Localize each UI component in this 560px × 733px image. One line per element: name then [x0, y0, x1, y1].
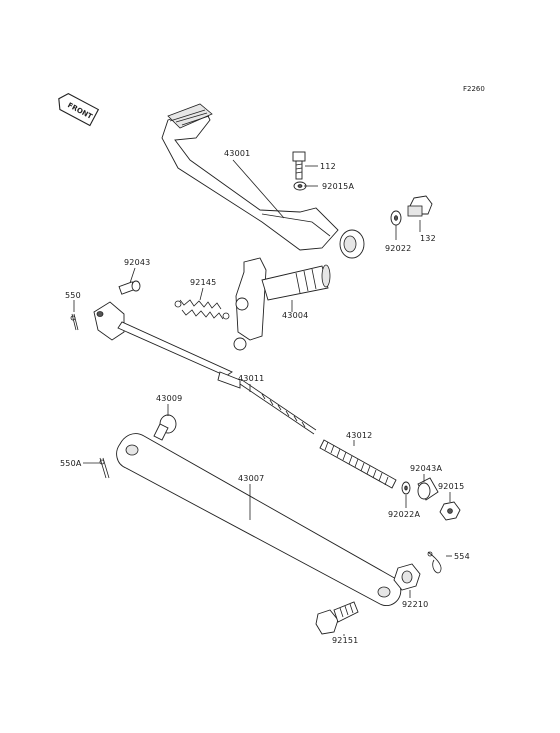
- pin-43009: [153, 414, 177, 441]
- label-43001: 43001: [224, 149, 250, 158]
- washer-92022A: [401, 481, 411, 495]
- cotter-pin-550A: [99, 457, 110, 479]
- label-92151: 92151: [332, 636, 358, 645]
- label-43009: 43009: [156, 394, 182, 403]
- label-92210: 92210: [402, 600, 428, 609]
- cotter-pin-554: [427, 551, 442, 574]
- label-132: 132: [420, 234, 436, 243]
- label-43004: 43004: [282, 311, 308, 320]
- spring-43012: [319, 439, 397, 489]
- label-550: 550: [65, 291, 81, 300]
- label-554: 554: [454, 552, 470, 561]
- pin-92043: [118, 280, 141, 295]
- label-92015A: 92015A: [322, 182, 354, 191]
- brake-link-43007: [116, 433, 402, 606]
- label-112: 112: [320, 162, 336, 171]
- pin-92043A: [417, 477, 439, 501]
- label-92043A: 92043A: [410, 464, 442, 473]
- spring-92145: [174, 299, 230, 320]
- label-92145: 92145: [190, 278, 216, 287]
- bolt-112: [292, 151, 306, 180]
- brake-rod-43011: [93, 301, 317, 435]
- nut-92210: [393, 563, 421, 591]
- nut-92015: [439, 501, 461, 521]
- label-92022A: 92022A: [388, 510, 420, 519]
- label-550A: 550A: [60, 459, 82, 468]
- brake-pedal-43001: [161, 103, 365, 259]
- label-43007: 43007: [238, 474, 264, 483]
- part-number-labels: 43001 112 92015A 132 92022 92043 550 921…: [60, 149, 470, 645]
- front-direction-badge: FRONT: [58, 92, 100, 127]
- leader-lines: [73, 159, 452, 636]
- bolt-92151: [315, 601, 359, 635]
- label-43011: 43011: [238, 374, 264, 383]
- figure-code: F2260: [463, 85, 485, 93]
- cotter-pin-550: [70, 313, 79, 331]
- washer-92022: [390, 210, 402, 226]
- bolt-132: [407, 195, 433, 217]
- label-92022: 92022: [385, 244, 411, 253]
- brake-shaft-lever-43004: [233, 257, 331, 351]
- label-92015: 92015: [438, 482, 464, 491]
- label-92043: 92043: [124, 258, 150, 267]
- label-43012: 43012: [346, 431, 372, 440]
